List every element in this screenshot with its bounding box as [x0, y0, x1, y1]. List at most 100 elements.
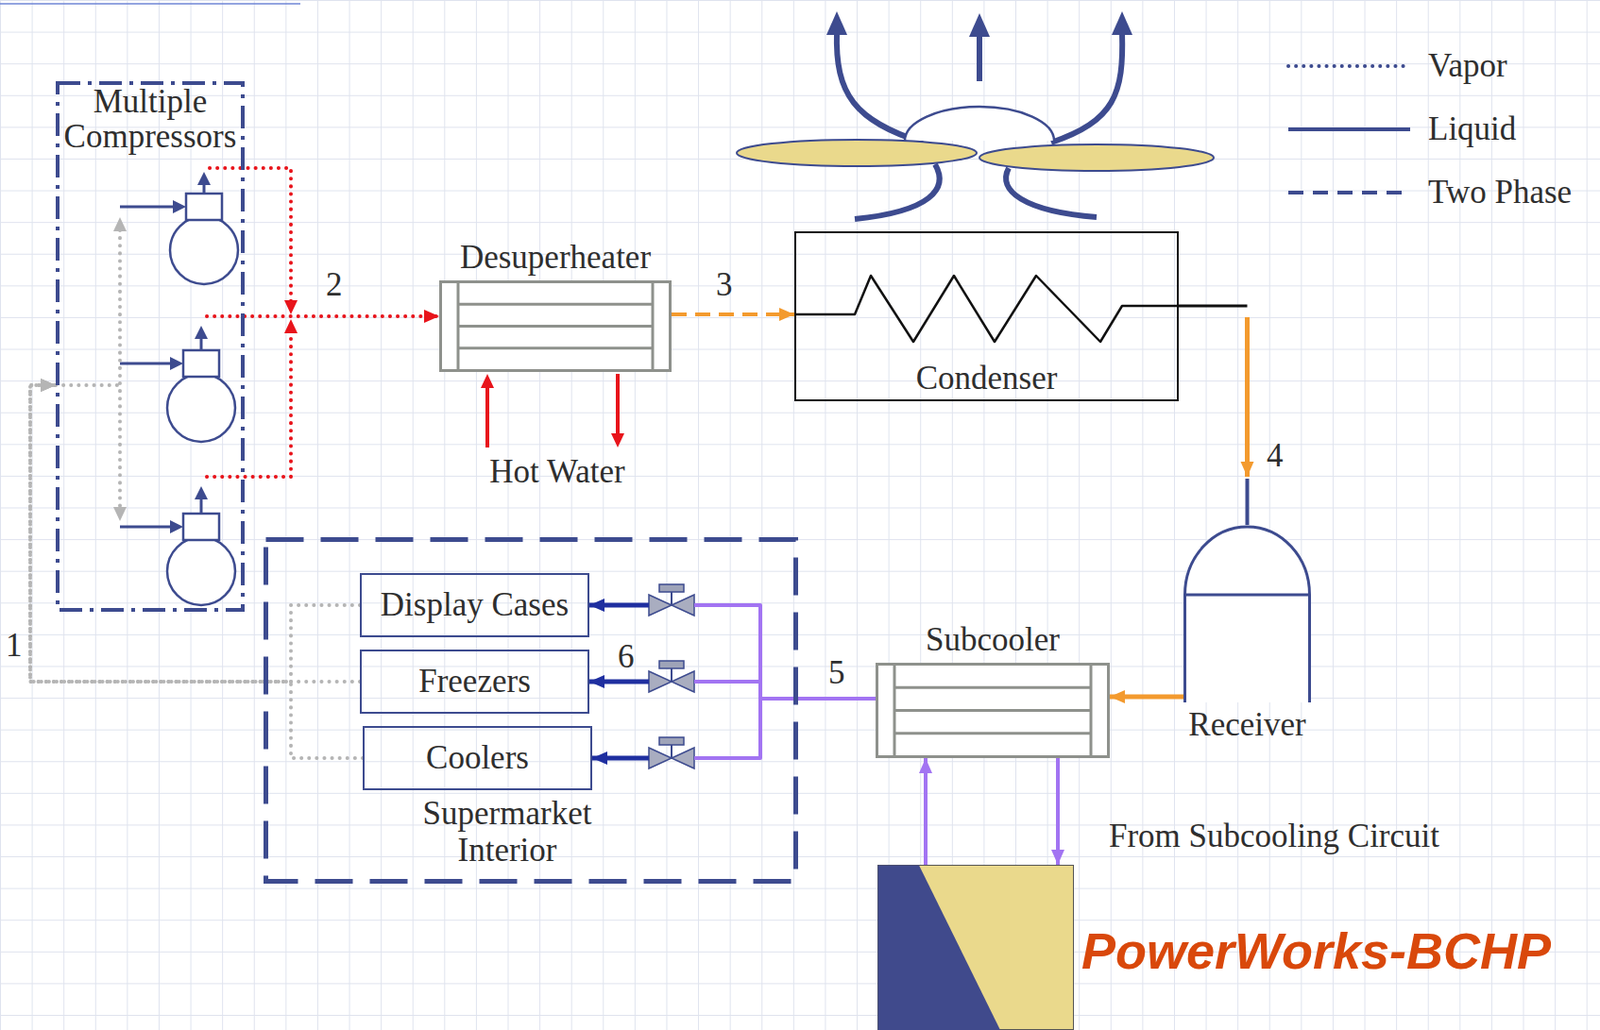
group-outline	[57, 83, 243, 611]
logo-wedge	[878, 866, 1002, 1030]
legend-label: Liquid	[1428, 110, 1516, 149]
node-shape	[439, 280, 672, 373]
stream-label: Hot Water	[489, 453, 625, 492]
compressor-head	[183, 513, 220, 541]
component-label: Receiver	[1188, 706, 1306, 745]
valve-body	[671, 595, 695, 616]
discharge-stub	[200, 339, 204, 351]
compressor-body	[167, 374, 236, 443]
valve-actuator	[659, 737, 684, 746]
airflow-line	[976, 34, 983, 82]
discharge-head	[194, 325, 208, 340]
load-label: Freezers	[418, 663, 531, 701]
pipe-segment	[923, 758, 928, 866]
pipe-segment	[694, 605, 876, 699]
note-label: From Subcooling Circuit	[1108, 817, 1440, 856]
airflow-line	[854, 164, 940, 220]
flow-line	[592, 698, 876, 766]
legend-label: Vapor	[1428, 47, 1508, 86]
brand-logo: PowerWorks-BCHP	[877, 865, 1074, 1030]
condenser-casing	[795, 232, 1178, 401]
callout-number: 5	[828, 654, 846, 693]
valve-stem	[670, 668, 673, 682]
suction-head	[170, 520, 184, 534]
arrow-head	[40, 378, 56, 392]
flow-line	[30, 378, 360, 682]
zone-title: Supermarket Interior	[398, 796, 616, 869]
arrow-head	[1109, 690, 1125, 704]
flow-line	[1051, 758, 1065, 866]
water-line	[485, 385, 490, 448]
arrow-head	[779, 307, 795, 322]
water-head	[480, 374, 494, 389]
arrow-head	[589, 598, 605, 613]
arrow-head	[40, 378, 56, 392]
valve-body	[671, 671, 695, 693]
manifold-head	[113, 217, 127, 232]
discharge-line	[209, 168, 291, 303]
callout-number: 4	[1266, 437, 1284, 476]
compressor-rack: Multiple Compressors	[55, 81, 245, 613]
condenser-fan	[736, 11, 1214, 220]
exchanger-shell	[441, 282, 671, 372]
valve-body	[648, 748, 672, 769]
suction-line	[119, 205, 176, 209]
callout-number: 1	[5, 627, 23, 665]
discharge-head	[194, 486, 208, 500]
flow-line	[1178, 306, 1255, 526]
pipe-segment	[30, 385, 360, 682]
fan-hub	[904, 106, 1055, 141]
flow-line	[589, 598, 876, 699]
pipe-segment	[30, 385, 363, 759]
legend-sample	[1285, 60, 1413, 72]
node-shape	[55, 81, 245, 613]
airflow-head	[826, 11, 848, 35]
pipe-segment	[671, 312, 795, 317]
heat-exchanger: Desuperheater	[439, 280, 672, 373]
load-box: Coolers	[362, 726, 593, 791]
valve-actuator	[659, 661, 684, 669]
node-shape	[875, 663, 1110, 759]
pipe-segment	[1245, 478, 1250, 526]
receiver-tank: Receiver	[1183, 525, 1311, 705]
flow-line	[1109, 690, 1184, 704]
pipe-segment	[30, 385, 360, 682]
suction-manifold	[55, 230, 120, 509]
legend-line	[1288, 64, 1411, 69]
suction-line	[119, 362, 173, 366]
arrow-head	[589, 675, 605, 689]
condenser-unit: Condenser	[794, 231, 1179, 402]
pipe-segment	[694, 681, 876, 699]
logo-field	[878, 866, 1074, 1030]
legend-label: Two Phase	[1428, 173, 1572, 212]
flow-line	[30, 378, 360, 682]
node-shape	[1183, 525, 1311, 705]
valve-stem	[670, 745, 673, 759]
suction-line	[119, 526, 173, 529]
tank-fill	[1185, 527, 1311, 703]
water-head	[611, 433, 625, 448]
airflow-line	[1005, 168, 1097, 218]
valve-body	[671, 748, 695, 769]
pipe-segment	[694, 698, 876, 759]
legend-line	[1288, 190, 1411, 195]
compressor-head	[186, 193, 222, 221]
group-title: Multiple Compressors	[60, 85, 240, 155]
pipe-segment	[1178, 305, 1248, 308]
suction-head	[170, 357, 184, 371]
arrow-head	[1241, 461, 1255, 477]
tank-outline	[1185, 527, 1311, 703]
discharge-stub	[200, 499, 204, 514]
node-shape	[877, 865, 1074, 1030]
compressor-set	[55, 168, 298, 606]
component-label: Desuperheater	[459, 238, 651, 277]
discharge-head	[284, 300, 298, 315]
arrow-head	[40, 378, 56, 392]
corner-rule	[0, 2, 301, 5]
callout-number: 6	[617, 638, 635, 677]
flow-line	[244, 309, 440, 324]
condenser-coil	[794, 275, 1179, 342]
